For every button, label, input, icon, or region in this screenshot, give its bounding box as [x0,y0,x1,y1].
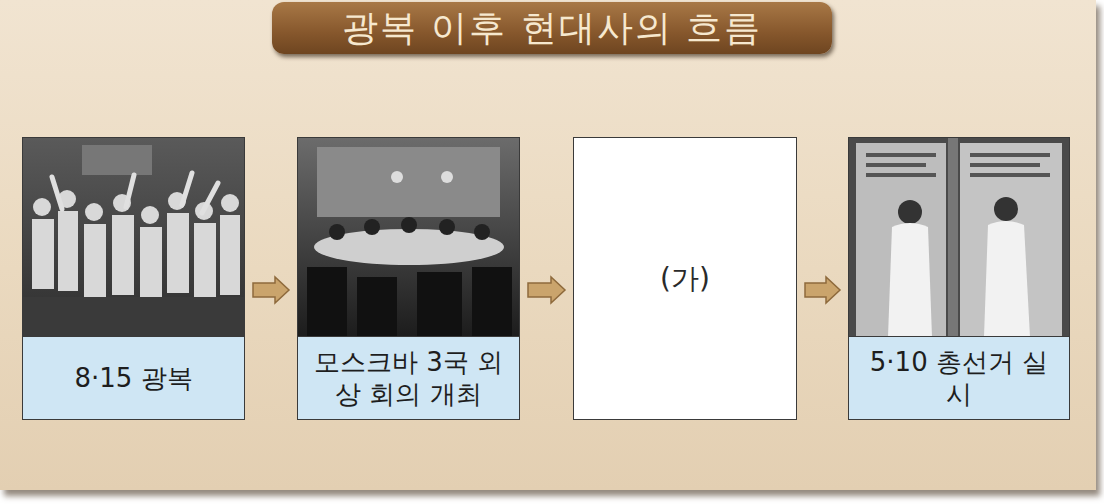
block-arrow [805,277,840,303]
blank-box: (가) [573,137,797,420]
placeholder-label: (가) [660,260,710,298]
caption-text: 8·15 광복 [74,362,192,395]
caption-text: 모스크바 3국 외상 회의 개최 [308,346,509,411]
title-text: 광복 이후 현대사의 흐름 [342,4,762,53]
caption-band: 8·15 광복 [23,336,244,419]
caption-text: 5·10 총선거 실시 [859,346,1059,411]
crowd-photo [22,137,245,337]
voting-photo [848,137,1070,337]
title-banner: 광복 이후 현대사의 흐름 [272,2,832,54]
photo-panel: 5·10 총선거 실시 [848,137,1070,420]
block-arrow [528,277,565,303]
caption-band: 5·10 총선거 실시 [849,336,1069,419]
photo-panel: 모스크바 3국 외상 회의 개최 [297,137,520,420]
conference-photo [297,137,520,337]
photo-panel: 8·15 광복 [22,137,245,420]
caption-band: 모스크바 3국 외상 회의 개최 [298,336,519,419]
block-arrow [253,277,289,303]
